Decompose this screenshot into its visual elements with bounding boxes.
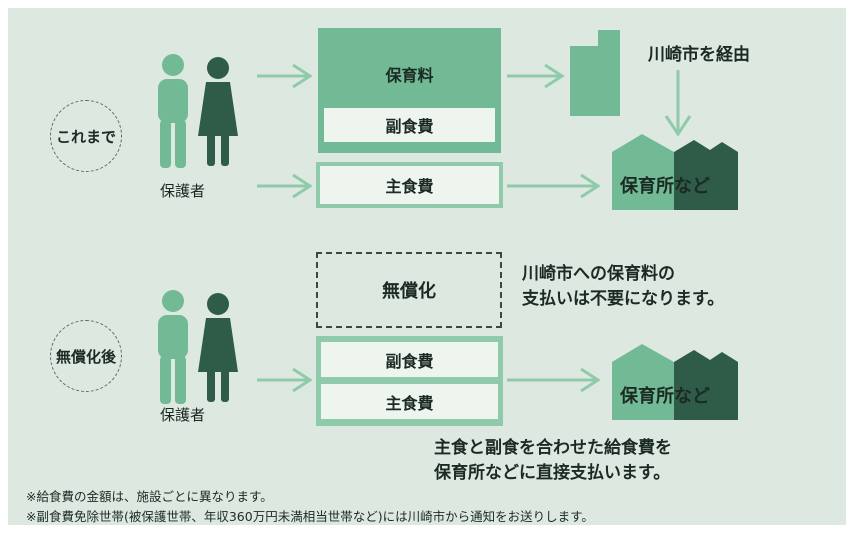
arrow-right-icon	[507, 173, 601, 199]
guardian-label: 保護者	[160, 406, 206, 424]
payment-message-line-1: 主食と副食を合わせた給食費を	[434, 438, 672, 458]
side-dish-box: 副食費	[324, 108, 495, 142]
arrow-right-icon	[257, 173, 313, 199]
side-dish-label: 副食費	[385, 351, 434, 371]
facility-building-icon	[612, 344, 738, 420]
note-2: ※副食費免除世帯(被保護世帯、年収360万円未満相当世帯など)には川崎市から通知…	[26, 509, 594, 524]
arrow-right-icon	[507, 367, 601, 393]
arrow-down-icon	[664, 70, 692, 137]
side-dish-box: 副食費	[321, 342, 498, 377]
after-label-circle: 無償化後	[50, 320, 122, 392]
arrow-right-icon	[257, 367, 313, 393]
before-label: これまで	[55, 127, 116, 146]
free-message-line-1: 川崎市への保育料の	[522, 264, 675, 284]
arrow-right-icon	[507, 63, 565, 89]
facility-label: 保育所など	[620, 176, 710, 197]
facility-label: 保育所など	[620, 386, 710, 407]
city-building-icon	[570, 30, 620, 116]
guardian-label: 保護者	[160, 182, 206, 200]
before-label-circle: これまで	[50, 100, 122, 172]
side-dish-label: 副食費	[385, 117, 434, 136]
staple-label: 主食費	[385, 177, 434, 196]
free-message-line-2: 支払いは不要になります。	[522, 289, 725, 309]
free-box: 無償化	[316, 252, 502, 328]
staple-box: 主食費	[316, 162, 503, 208]
arrow-right-icon	[257, 63, 313, 89]
free-message: 川崎市への保育料の 支払いは不要になります。	[522, 262, 724, 312]
parents-icon	[158, 54, 238, 168]
parents-icon	[158, 290, 238, 404]
payment-message: 主食と副食を合わせた給食費を 保育所などに直接支払います。	[434, 436, 672, 486]
staple-label: 主食費	[385, 393, 434, 413]
staple-box: 主食費	[321, 384, 498, 419]
payment-message-line-2: 保育所などに直接支払います。	[434, 463, 671, 483]
fee-label: 保育料	[385, 66, 434, 85]
after-label: 無償化後	[55, 347, 116, 366]
meal-box: 副食費 主食費	[316, 336, 503, 426]
city-label: 川崎市を経由	[648, 45, 750, 65]
free-label: 無償化	[382, 281, 436, 302]
fee-box: 保育料 副食費	[318, 28, 501, 153]
note-1: ※給食費の金額は、施設ごとに異なります。	[26, 489, 273, 504]
facility-building-icon	[612, 134, 738, 210]
